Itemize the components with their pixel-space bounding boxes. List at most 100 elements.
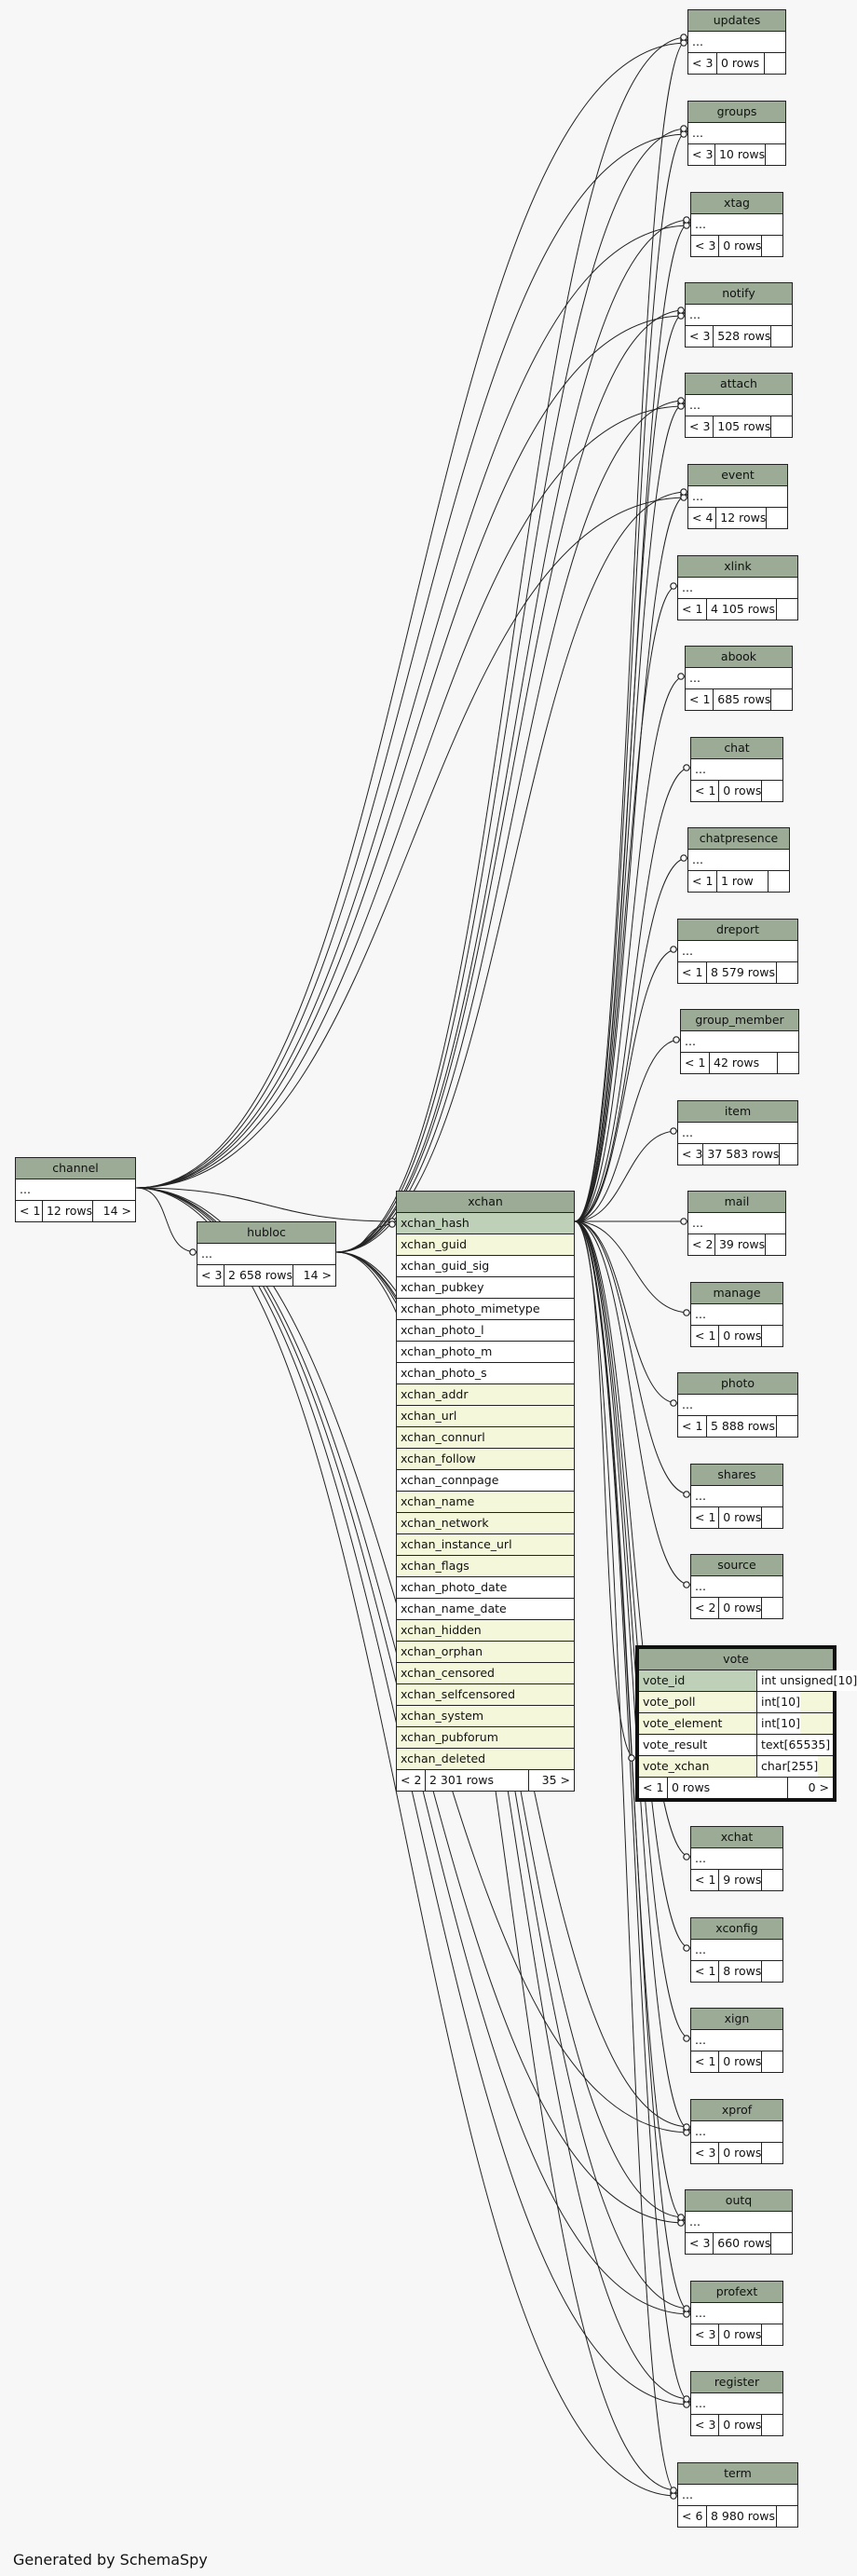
children-count <box>765 53 785 74</box>
column-type: int[10] <box>756 1692 800 1712</box>
relation-xchan-chatpresence <box>574 857 688 1222</box>
parents-count: < 4 <box>688 508 717 528</box>
parents-count: < 2 <box>688 1234 715 1255</box>
table-ellipsis: ... <box>691 2303 782 2324</box>
column-name: vote_id <box>643 1673 686 1687</box>
relationship-end-marker <box>680 488 687 496</box>
column-xchan-system: xchan_system <box>397 1706 574 1727</box>
relation-xchan-photo <box>574 1220 678 1404</box>
children-count <box>762 2415 782 2435</box>
table-ellipsis: ... <box>691 759 782 781</box>
relation-xchan-xign <box>574 1220 691 2039</box>
table-ellipsis: ... <box>691 2030 782 2051</box>
children-count <box>762 1598 782 1618</box>
table-header-outq: outq <box>686 2190 792 2212</box>
parents-count: < 1 <box>681 1053 710 1073</box>
table-hubloc[interactable]: hubloc ... < 3 2 658 rows 14 > <box>197 1221 336 1287</box>
table-ellipsis: ... <box>678 2485 797 2506</box>
row-count: 37 583 rows <box>703 1144 781 1165</box>
relation-hubloc-xchan <box>335 1223 397 1253</box>
column-xchan-guid: xchan_guid <box>397 1234 574 1256</box>
relation-xchan-xconfig <box>574 1220 691 1949</box>
column-name: vote_poll <box>643 1695 696 1709</box>
children-count: 14 > <box>102 1204 131 1218</box>
parents-count: < 3 <box>691 2415 720 2435</box>
table-channel[interactable]: channel ... < 1 12 rows 14 > <box>15 1157 136 1222</box>
row-count: 0 rows <box>719 236 763 256</box>
relation-channel-event <box>135 497 688 1189</box>
table-header-chatpresence: chatpresence <box>688 828 789 850</box>
children-count <box>762 1326 782 1346</box>
parents-count: < 3 <box>686 326 714 347</box>
table-header-mail: mail <box>688 1192 785 1213</box>
relation-hubloc-notify <box>335 309 686 1253</box>
table-header-xlink: xlink <box>678 556 797 578</box>
row-count: 9 rows <box>719 1870 763 1890</box>
column-type: text[65535] <box>756 1735 831 1755</box>
column-xchan-orphan: xchan_orphan <box>397 1642 574 1663</box>
column-xchan-follow: xchan_follow <box>397 1449 574 1470</box>
relationship-end-marker <box>670 2487 677 2494</box>
row-count: 0 rows <box>719 2051 763 2072</box>
relation-channel-xchan <box>135 1187 397 1222</box>
relation-xchan-profext <box>574 1220 691 2312</box>
relation-xchan-term <box>574 1220 678 2494</box>
relationship-end-marker <box>683 2395 690 2403</box>
children-count <box>766 1234 785 1255</box>
table-ellipsis: ... <box>691 1940 782 1961</box>
table-ellipsis: ... <box>691 1304 782 1326</box>
table-header-updates: updates <box>688 10 785 32</box>
relationship-end-marker <box>677 397 685 404</box>
relationship-end-marker <box>628 1754 635 1762</box>
row-count: 0 rows <box>668 1778 788 1798</box>
parents-count: < 1 <box>678 599 707 620</box>
row-count: 4 105 rows <box>707 599 777 620</box>
column-xchan-name: xchan_name <box>397 1492 574 1513</box>
relation-xchan-chat <box>574 767 691 1222</box>
table-ellipsis: ... <box>678 941 797 962</box>
table-ellipsis: ... <box>691 1848 782 1870</box>
column-xchan-selfcensored: xchan_selfcensored <box>397 1684 574 1706</box>
column-type: char[255] <box>756 1756 819 1777</box>
table-header-manage: manage <box>691 1283 782 1304</box>
children-count <box>762 2143 782 2163</box>
table-ellipsis: ... <box>678 578 797 599</box>
children-count <box>780 1144 797 1165</box>
